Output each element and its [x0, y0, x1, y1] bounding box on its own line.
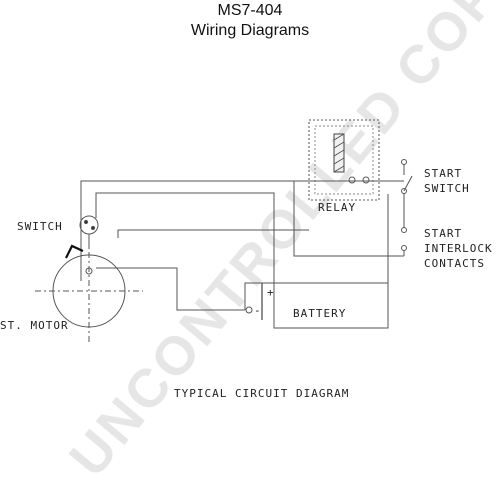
diagram-subtitle: Wiring Diagrams: [190, 22, 310, 39]
solenoid-switch: [79, 215, 99, 235]
start-switch-label-line1: START: [424, 167, 463, 180]
switch-label: SWITCH: [17, 220, 63, 233]
relay-label: RELAY: [318, 201, 357, 214]
wire-switch-to-relay-coil: [117, 229, 309, 238]
relay-coil-hatch: [333, 157, 345, 165]
battery-plus-label: +: [267, 286, 275, 299]
wire-motor-to-start-switch: [80, 180, 404, 281]
relay-coil-hatch: [333, 165, 345, 173]
interlock-label-line1: START: [424, 227, 463, 240]
battery-minus-label: -: [254, 304, 262, 317]
battery-terminal: [245, 306, 253, 314]
relay-terminal: [348, 176, 356, 184]
relay-coil-hatch: [333, 141, 345, 149]
switch-terminal: [83, 219, 89, 225]
switch-terminal: [90, 225, 96, 231]
wire-battery-positive: [244, 282, 388, 310]
wire-motor-to-battery: [96, 267, 245, 311]
interlock-label-line3: CONTACTS: [424, 257, 485, 270]
interlock-contact: [401, 245, 407, 251]
diagram-title: MS7-404: [217, 2, 283, 19]
switch-link: [65, 244, 84, 259]
motor-terminal: [85, 267, 93, 275]
relay-terminal: [362, 176, 370, 184]
start-switch-label-line2: SWITCH: [424, 182, 470, 195]
caption: TYPICAL CIRCUIT DIAGRAM: [174, 387, 350, 400]
interlock-contact: [401, 227, 407, 233]
wire-switch-to-relay: [95, 192, 389, 329]
starter-motor-label: ST. MOTOR: [0, 319, 69, 332]
relay-inner-enclosure: [314, 125, 374, 195]
relay-coil-hatch: [333, 133, 345, 141]
battery-label: BATTERY: [293, 307, 347, 320]
start-switch-blade: [403, 175, 413, 192]
relay-enclosure: [308, 119, 380, 201]
wire-relay-to-interlock: [293, 181, 404, 257]
start-switch-contact: [401, 159, 407, 165]
relay-coil-hatch: [333, 149, 345, 157]
interlock-label-line2: INTERLOCK: [424, 242, 493, 255]
